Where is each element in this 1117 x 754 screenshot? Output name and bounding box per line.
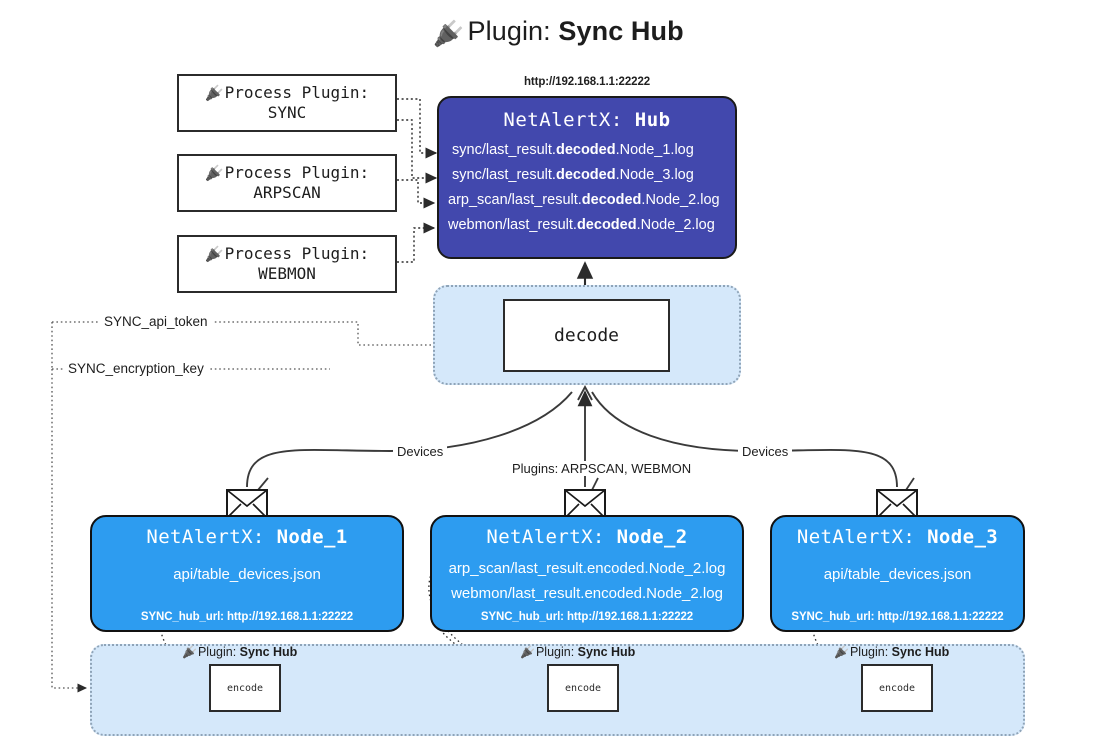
hub-url: http://192.168.1.1:22222 [523,76,651,88]
process-plugin-arpscan[interactable]: 🔌Process Plugin: ARPSCAN [177,154,397,212]
node-2-line: webmon/last_result.encoded.Node_2.log [451,585,723,602]
node-2-line: arp_scan/last_result.encoded.Node_2.log [448,560,726,577]
node-3[interactable]: NetAlertX: Node_3 api/table_devices.json… [770,515,1025,632]
process-plugin-webmon[interactable]: 🔌Process Plugin: WEBMON [177,235,397,293]
page-title-prefix: Plugin: [467,16,551,46]
edge-label-devices-left: Devices [393,444,448,459]
node-2-title-name: Node_2 [616,526,688,548]
process-plugin-arpscan-name: ARPSCAN [253,183,321,202]
process-plugin-webmon-label: Process Plugin: [224,244,370,263]
label-sync-encryption-key: SYNC_encryption_key [64,361,208,376]
process-plugin-sync-label: Process Plugin: [224,83,370,102]
node-2[interactable]: NetAlertX: Node_2 arp_scan/last_result.e… [430,515,744,632]
page-title: 🔌Plugin: Sync Hub [0,16,1117,48]
wire-webmon-to-log4 [397,222,436,263]
edge-label-devices-right: Devices [738,444,793,459]
process-plugin-webmon-name: WEBMON [258,264,316,283]
plug-icon: 🔌 [204,245,224,263]
hub-title-name: Hub [634,109,671,131]
encode-box-2[interactable]: encode [547,664,619,712]
process-plugin-arpscan-label: Process Plugin: [224,163,370,182]
decode-box[interactable]: decode [503,299,670,372]
wire-sync-to-log1 [397,98,438,159]
edge-label-plugins-center: Plugins: ARPSCAN, WEBMON [508,461,696,476]
encode-box-3[interactable]: encode [861,664,933,712]
node-1-title-name: Node_1 [276,526,348,548]
plug-icon: 🔌 [520,645,535,659]
plug-icon: 🔌 [204,164,224,182]
node-1-title-prefix: NetAlertX: [146,526,265,548]
label-sync-api-token: SYNC_api_token [100,314,212,329]
encoder-1-plugin-label: 🔌Plugin: Sync Hub [182,645,298,659]
node-3-title-prefix: NetAlertX: [796,526,916,548]
plug-icon: 🔌 [182,645,197,659]
node-1-footer: SYNC_hub_url: http://192.168.1.1:22222 [140,611,354,623]
encode-box-1[interactable]: encode [209,664,281,712]
encoder-3-plugin-label: 🔌Plugin: Sync Hub [834,645,950,659]
node-2-title-prefix: NetAlertX: [486,526,605,548]
wire-secrets-to-encoders [51,369,88,693]
hub-log-row: sync/last_result.decoded.Node_1.log [452,142,694,158]
hub-log-row: sync/last_result.decoded.Node_3.log [452,167,694,183]
process-plugin-sync-name: SYNC [267,103,307,122]
hub-title-prefix: NetAlertX: [503,109,623,131]
plug-icon: 🔌 [834,645,849,659]
hub-log-row: arp_scan/last_result.decoded.Node_2.log [448,192,720,208]
plug-icon: 🔌 [433,20,465,48]
node-3-footer: SYNC_hub_url: http://192.168.1.1:22222 [791,611,1004,623]
plug-icon: 🔌 [204,84,224,102]
node-2-footer: SYNC_hub_url: http://192.168.1.1:22222 [480,611,694,623]
hub-node[interactable]: NetAlertX: Hub sync/last_result.decoded.… [437,96,737,259]
node-1-line: api/table_devices.json [173,566,321,583]
wire-arpscan-to-log3 [397,179,436,209]
hub-log-list: sync/last_result.decoded.Node_1.log sync… [439,138,735,238]
encoder-2-plugin-label: 🔌Plugin: Sync Hub [520,645,636,659]
envelope-icon [226,489,268,519]
process-plugin-sync[interactable]: 🔌Process Plugin: SYNC [177,74,397,132]
wire-sync-to-log2 [397,119,438,184]
node-3-title-name: Node_3 [927,526,999,548]
node-1[interactable]: NetAlertX: Node_1 api/table_devices.json… [90,515,404,632]
hub-log-row: webmon/last_result.decoded.Node_2.log [448,217,715,233]
node-3-line: api/table_devices.json [823,566,972,583]
wire-decode-merge-arrow [577,384,593,401]
page-title-name: Sync Hub [558,16,684,46]
